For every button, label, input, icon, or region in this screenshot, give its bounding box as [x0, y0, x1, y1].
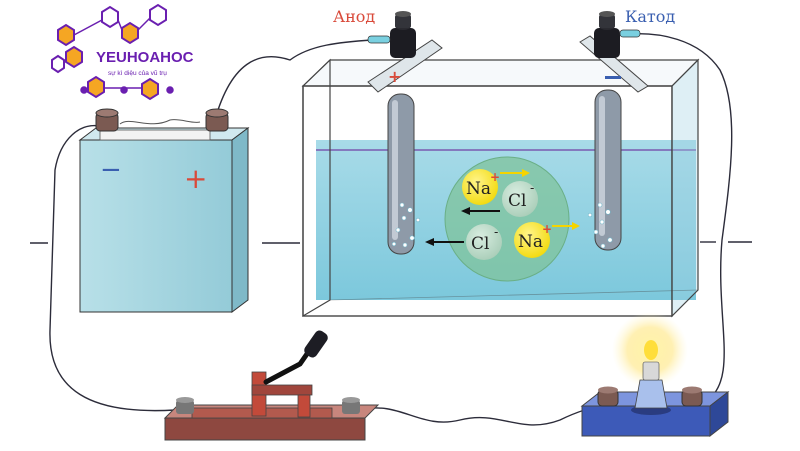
wire-battery-switch [49, 124, 176, 412]
anode-label: Анод [333, 7, 375, 26]
ion-cl-top: Cl - [461, 181, 538, 217]
anode-electrode: + [367, 11, 443, 255]
cathode-label: Катод [625, 7, 675, 26]
switch-terminal-left [176, 397, 194, 414]
gas-bubbles [391, 202, 613, 249]
logo: YEUHOAHOC sự kì diệu của vũ trụ [51, 3, 194, 101]
anode-plus-sign: + [388, 67, 401, 86]
cathode-minus-bar [605, 76, 621, 79]
wire-switch-lamp [359, 401, 616, 426]
light-bulb-lamp [580, 312, 730, 438]
knife-switch[interactable] [163, 329, 380, 441]
ion-cl-charge: - [530, 181, 534, 195]
battery-positive-sign: + [184, 162, 207, 195]
cathode-electrode [579, 11, 649, 251]
battery-terminal-right [205, 108, 229, 132]
battery-terminal-left [95, 108, 119, 132]
logo-hexagons [51, 3, 167, 101]
ion-cl-label-2: Cl [471, 234, 489, 254]
ion-cl-charge-2: - [494, 225, 498, 239]
battery-negative-sign: − [100, 155, 122, 185]
wire-cathode-lamp [617, 33, 733, 403]
lamp-terminal-left [597, 386, 619, 407]
logo-subtitle: sự kì diệu của vũ trụ [108, 69, 167, 77]
switch-terminal-right [342, 397, 360, 414]
logo-bonds [73, 17, 174, 94]
battery: − + [78, 108, 250, 313]
ion-na-top: Na + [462, 169, 530, 205]
logo-title: YEUHOAHOC [96, 49, 194, 66]
ion-na-label: Na [466, 179, 491, 199]
ion-na-charge: + [490, 170, 500, 184]
ion-na-charge-2: + [542, 222, 552, 236]
lamp-terminal-right [681, 386, 703, 407]
ion-na-label-2: Na [518, 232, 543, 252]
ion-cl-label: Cl [508, 191, 526, 211]
wire-battery-anode [212, 39, 373, 128]
ion-cl-bottom: Cl - [425, 224, 502, 260]
ion-zone [444, 156, 570, 282]
ion-na-bottom: Na + [514, 222, 580, 258]
